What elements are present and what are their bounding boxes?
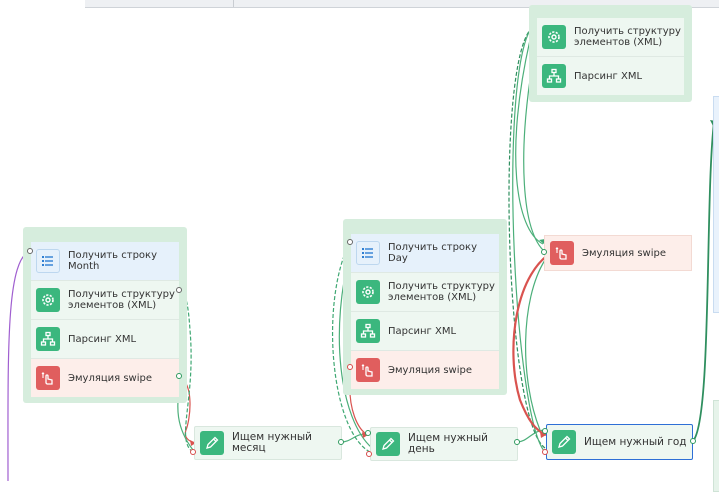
pencil-icon xyxy=(552,430,576,454)
list-icon xyxy=(36,249,60,273)
step-label: Эмуляция swipe xyxy=(68,372,153,384)
wire-day-loop xyxy=(331,241,371,453)
toolbar-separator xyxy=(233,0,234,7)
step-label: Парсинг XML xyxy=(68,333,137,345)
wire-top-to-swipe-2 xyxy=(515,39,544,245)
port-day-out[interactable] xyxy=(514,439,520,445)
list-icon xyxy=(356,241,380,265)
hierarchy-icon xyxy=(36,327,60,351)
step-parse-xml[interactable]: Парсинг XML xyxy=(537,57,684,95)
node-label: Ищем нужный день xyxy=(408,432,488,455)
step-label: Получить структуру элементов (XML) xyxy=(68,289,175,311)
wire-swipe-to-year xyxy=(512,249,557,437)
step-get-xml-structure[interactable]: Получить структуру элементов (XML) xyxy=(31,281,179,320)
group-top-right: Получить структуру элементов (XML) Парси… xyxy=(529,5,692,102)
swipe-hand-icon xyxy=(550,241,574,265)
step-get-string-day[interactable]: Получить строку Day xyxy=(351,234,499,273)
wire-year-out xyxy=(692,121,715,442)
step-label: Получить строку Day xyxy=(388,242,477,264)
step-label: Эмуляция swipe xyxy=(388,364,473,376)
port-year-out[interactable] xyxy=(690,438,696,444)
arrow-swipe-in xyxy=(539,239,545,244)
hierarchy-icon xyxy=(356,319,380,343)
gear-icon xyxy=(356,280,380,304)
step-get-xml-structure[interactable]: Получить структуру элементов (XML) xyxy=(537,18,684,57)
port-swipe-in[interactable] xyxy=(541,249,547,255)
port-middle-swipe[interactable] xyxy=(347,364,353,370)
port-left-xml-in[interactable] xyxy=(176,287,182,293)
port-year-in-red[interactable] xyxy=(542,449,548,455)
port-day-in-red[interactable] xyxy=(366,451,372,457)
port-month-out[interactable] xyxy=(338,439,344,445)
port-left-swipe-out[interactable] xyxy=(176,373,182,379)
node-label: Ищем нужный год xyxy=(584,435,687,448)
swipe-hand-icon xyxy=(356,358,380,382)
step-label: Получить строку Month xyxy=(68,250,157,272)
step-label: Парсинг XML xyxy=(574,70,643,82)
step-parse-xml[interactable]: Парсинг XML xyxy=(351,312,499,351)
port-month-in-red[interactable] xyxy=(190,449,196,455)
port-year-in[interactable] xyxy=(542,428,548,434)
offscreen-panel-green xyxy=(713,400,719,492)
wire-top-to-swipe xyxy=(523,79,546,253)
wire-purple-in xyxy=(7,250,31,481)
hierarchy-icon xyxy=(542,64,566,88)
offscreen-panel-blue xyxy=(713,96,719,313)
step-label: Получить структуру элементов (XML) xyxy=(388,281,495,303)
pencil-icon xyxy=(200,431,224,455)
step-swipe[interactable]: Эмуляция swipe xyxy=(31,359,179,397)
gear-icon xyxy=(36,288,60,312)
arrow-month-in xyxy=(190,440,196,446)
group-middle: Получить строку Day Получить структуру э… xyxy=(343,219,507,395)
pencil-icon xyxy=(376,432,400,456)
step-label: Парсинг XML xyxy=(388,325,457,337)
step-swipe[interactable]: Эмуляция swipe xyxy=(351,351,499,389)
node-find-day[interactable]: Ищем нужный день xyxy=(370,427,518,461)
port-day-in[interactable] xyxy=(365,430,371,436)
wire-swipe-to-year-thin xyxy=(525,259,546,431)
node-find-year[interactable]: Ищем нужный год xyxy=(546,424,693,460)
step-parse-xml[interactable]: Парсинг XML xyxy=(31,320,179,359)
swipe-hand-icon xyxy=(36,366,60,390)
node-label: Ищем нужный месяц xyxy=(232,431,312,454)
standalone-swipe[interactable]: Эмуляция swipe xyxy=(544,235,692,271)
port-middle-in[interactable] xyxy=(347,239,353,245)
standalone-label: Эмуляция swipe xyxy=(582,247,667,259)
step-get-string-month[interactable]: Получить строку Month xyxy=(31,242,179,281)
port-left-in[interactable] xyxy=(27,248,33,254)
node-find-month[interactable]: Ищем нужный месяц xyxy=(194,426,342,460)
arrow-year-in xyxy=(540,432,546,438)
gear-icon xyxy=(542,25,566,49)
step-label: Получить структуру элементов (XML) xyxy=(574,26,681,48)
step-get-xml-structure[interactable]: Получить структуру элементов (XML) xyxy=(351,273,499,312)
group-left: Получить строку Month Получить структуру… xyxy=(23,227,187,403)
toolbar-strip xyxy=(85,0,719,8)
